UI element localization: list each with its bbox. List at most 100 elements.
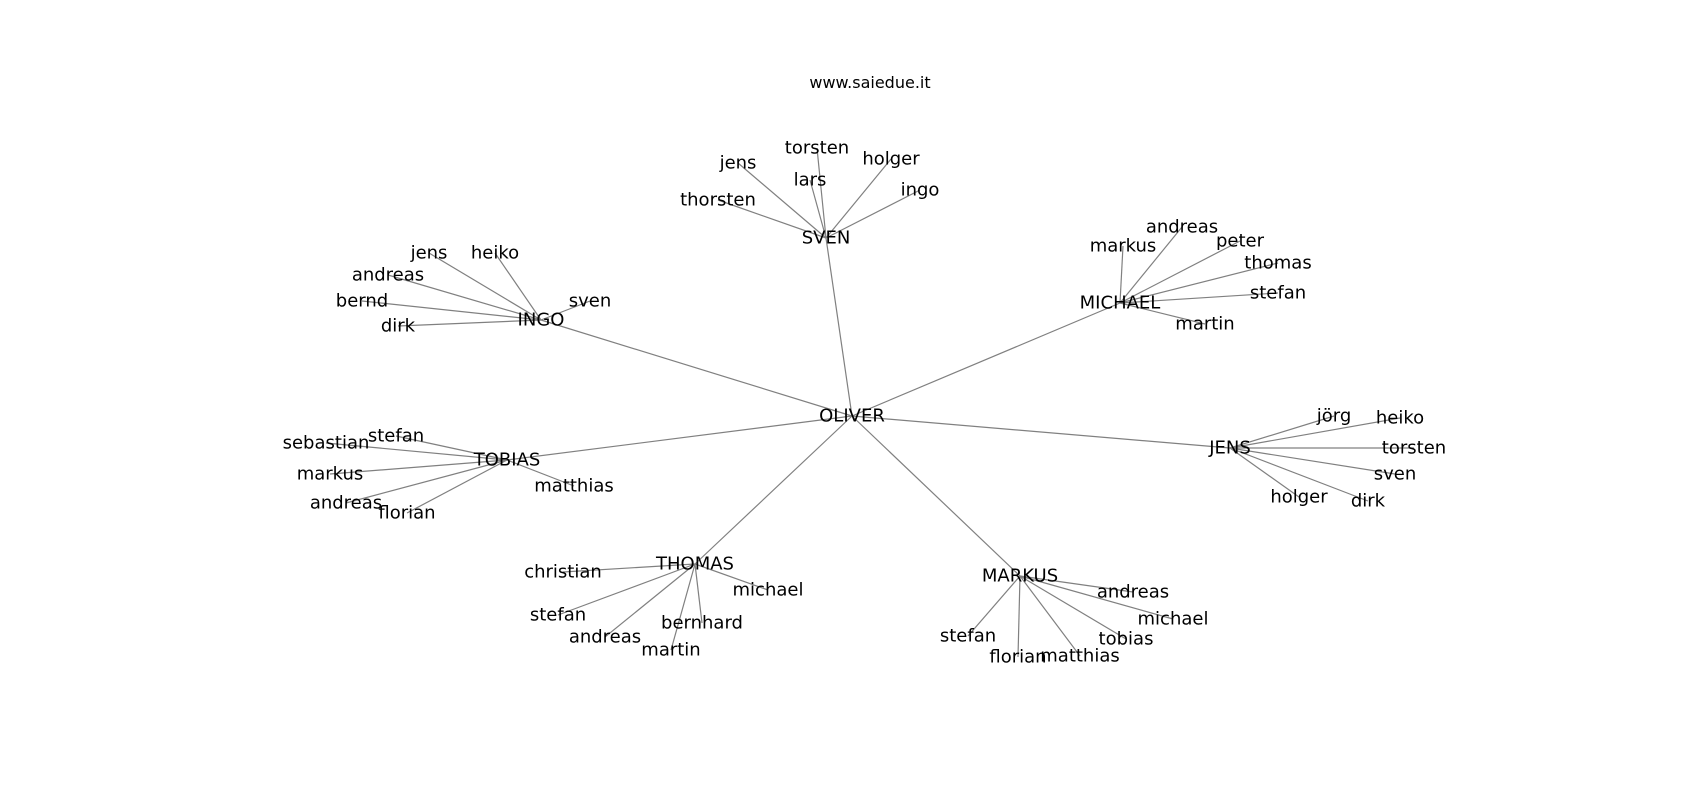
edge-hub-child xyxy=(1017,575,1021,658)
child-node-label: jens xyxy=(719,153,757,174)
child-node-label: bernhard xyxy=(661,613,743,634)
edge-hub-child xyxy=(825,158,892,239)
hub-node-label: JENS xyxy=(1208,438,1251,459)
edge-hub-child xyxy=(809,179,827,239)
child-node-label: matthias xyxy=(534,476,614,497)
edge-hub-child xyxy=(395,435,508,461)
edge-root-hub xyxy=(694,415,853,565)
child-node-label: andreas xyxy=(352,265,424,286)
child-node-label: florian xyxy=(989,647,1046,668)
child-node-label: holger xyxy=(862,149,920,170)
child-node-label: thorsten xyxy=(680,190,756,211)
edge-root-hub xyxy=(851,302,1121,417)
child-node-label: florian xyxy=(378,503,435,524)
edge-hub-child xyxy=(1229,447,1300,498)
edge-hub-child xyxy=(1119,302,1206,325)
edge-hub-child xyxy=(1229,447,1369,502)
edge-hub-child xyxy=(825,189,921,239)
edge-hub-child xyxy=(1229,417,1401,449)
child-node-label: christian xyxy=(524,562,602,583)
child-node-label: sebastian xyxy=(283,433,370,454)
child-node-label: torsten xyxy=(1382,438,1446,459)
edge-hub-child xyxy=(406,459,508,514)
edge-hub-child xyxy=(1119,240,1241,304)
site-caption: www.saiedue.it xyxy=(809,73,930,92)
edge-hub-child xyxy=(694,563,703,624)
child-node-label: matthias xyxy=(1040,646,1120,667)
hub-node-label: THOMAS xyxy=(655,554,734,575)
hub-node-label: SVEN xyxy=(802,228,851,249)
child-node-label: andreas xyxy=(1146,217,1218,238)
edge-hub-child xyxy=(345,459,508,504)
child-node-label: jens xyxy=(410,243,448,264)
edge-hub-child xyxy=(1119,262,1279,304)
edge-root-hub xyxy=(851,415,1231,449)
child-node-label: ingo xyxy=(901,180,940,201)
edge-hub-child xyxy=(1019,575,1127,640)
edge-hub-child xyxy=(1019,575,1174,620)
edge-hub-child xyxy=(506,459,575,487)
child-node-label: markus xyxy=(297,464,364,485)
child-node-label: dirk xyxy=(381,316,416,337)
child-node-label: heiko xyxy=(471,243,519,264)
child-node-label: jörg xyxy=(1316,406,1352,427)
edge-hub-child xyxy=(694,563,769,591)
labels-layer: www.saiedue.it OLIVER SVEN thorsten jens tor… xyxy=(283,73,1447,668)
edge-hub-child xyxy=(540,300,591,321)
edge-hub-child xyxy=(397,319,542,327)
child-node-label: sven xyxy=(1374,464,1417,485)
edge-hub-child xyxy=(717,199,827,239)
edge-hub-child xyxy=(816,147,827,239)
child-node-label: peter xyxy=(1216,231,1265,252)
child-node-label: andreas xyxy=(569,627,641,648)
edge-hub-child xyxy=(387,274,542,321)
hub-node-label: TOBIAS xyxy=(473,450,541,471)
edge-hub-child xyxy=(428,252,542,321)
child-node-label: thomas xyxy=(1244,253,1311,274)
hub-node-label: MARKUS xyxy=(982,566,1058,587)
edge-hub-child xyxy=(494,252,542,321)
edge-root-hub xyxy=(825,237,853,417)
edge-hub-child xyxy=(1119,245,1124,304)
child-node-label: markus xyxy=(1090,236,1157,257)
child-node-label: martin xyxy=(641,640,700,661)
edge-root-hub xyxy=(506,415,853,461)
child-node-label: michael xyxy=(733,580,804,601)
edge-hub-child xyxy=(967,575,1021,637)
edge-hub-child xyxy=(325,442,508,461)
child-node-label: stefan xyxy=(1250,283,1306,304)
edge-hub-child xyxy=(1119,292,1279,304)
child-node-label: holger xyxy=(1270,487,1328,508)
child-node-label: andreas xyxy=(1097,582,1169,603)
child-node-label: heiko xyxy=(1376,408,1424,429)
child-node-label: tobias xyxy=(1099,629,1154,650)
child-node-label: sven xyxy=(569,291,612,312)
child-node-label: andreas xyxy=(310,493,382,514)
edge-hub-child xyxy=(557,563,696,616)
edge-hub-child xyxy=(670,563,696,651)
child-node-label: martin xyxy=(1175,314,1234,335)
child-node-label: stefan xyxy=(530,605,586,626)
child-node-label: michael xyxy=(1138,609,1209,630)
child-node-label: dirk xyxy=(1351,491,1386,512)
edge-root-hub xyxy=(851,415,1021,577)
child-node-label: stefan xyxy=(368,426,424,447)
hub-node-label: MICHAEL xyxy=(1080,293,1161,314)
edge-hub-child xyxy=(562,563,696,573)
edges-layer xyxy=(325,147,1414,658)
edge-root-hub xyxy=(540,319,853,417)
edge-hub-child xyxy=(1229,447,1396,475)
root-node-label: OLIVER xyxy=(819,406,885,427)
child-node-label: lars xyxy=(794,170,827,191)
child-node-label: bernd xyxy=(336,291,388,312)
child-node-label: torsten xyxy=(785,138,849,159)
edge-hub-child xyxy=(737,162,827,239)
edge-hub-child xyxy=(1019,575,1134,593)
edge-hub-child xyxy=(329,459,508,475)
child-node-label: stefan xyxy=(940,626,996,647)
edge-hub-child xyxy=(1229,415,1335,449)
hub-node-label: INGO xyxy=(518,310,565,331)
edge-hub-child xyxy=(604,563,696,638)
edge-hub-child xyxy=(1019,575,1081,657)
